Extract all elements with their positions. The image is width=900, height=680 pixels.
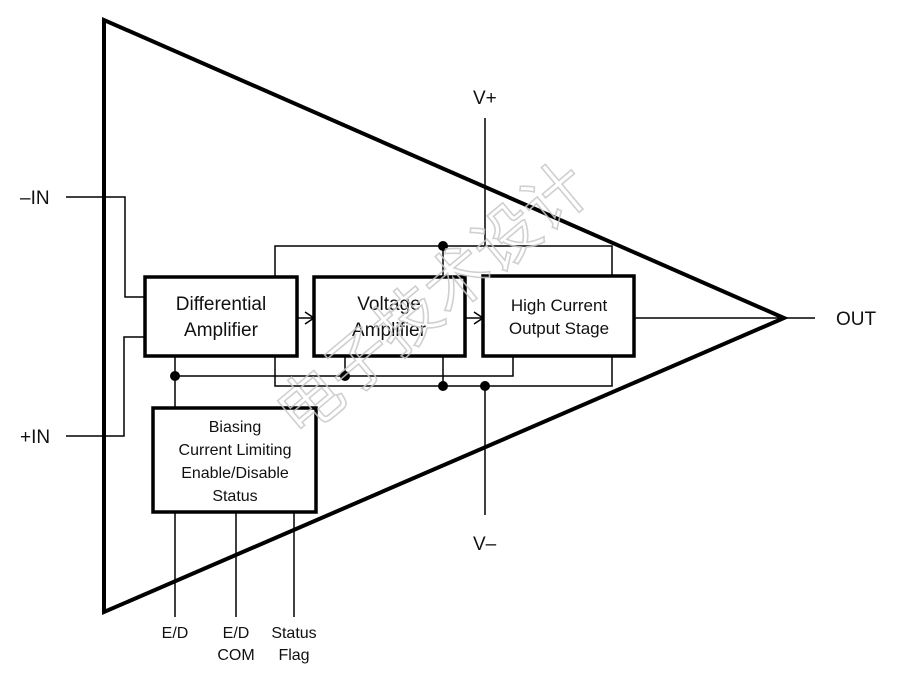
junction-dot — [170, 371, 180, 381]
status-flag-pin-label: Flag — [278, 647, 309, 664]
vplus-label: V+ — [473, 88, 497, 109]
junction-dot — [438, 241, 448, 251]
neg-input-label: –IN — [20, 188, 50, 209]
pos-input-label: +IN — [20, 427, 50, 448]
biasing-block: Biasing Current Limiting Enable/Disable … — [151, 406, 318, 514]
block-label: Biasing — [209, 419, 261, 436]
amplifier-triangle — [102, 16, 790, 616]
block-label: Amplifier — [352, 320, 427, 341]
high-current-output-stage-block: High Current Output Stage — [481, 274, 636, 358]
voltage-amplifier-block: Voltage Amplifier — [312, 275, 467, 358]
block-label: Amplifier — [184, 320, 259, 341]
ed-com-pin-label: E/D — [223, 625, 250, 642]
ed-com-pin-label: COM — [217, 647, 254, 664]
block-label: Differential — [176, 294, 266, 315]
block-label: Voltage — [357, 294, 420, 315]
junction-dot — [480, 381, 490, 391]
junction-dot — [340, 371, 350, 381]
status-flag-pin-label: Status — [271, 625, 316, 642]
differential-amplifier-block: Differential Amplifier — [143, 275, 299, 358]
block-label: Current Limiting — [179, 442, 292, 459]
block-label: Enable/Disable — [181, 465, 289, 482]
bottom-bus-a — [175, 356, 514, 377]
block-label: Output Stage — [509, 319, 609, 338]
vminus-label: V– — [473, 534, 497, 555]
output-label: OUT — [836, 309, 877, 330]
block-label: Status — [212, 488, 257, 505]
ed-pin-label: E/D — [162, 625, 189, 642]
block-label: High Current — [511, 296, 608, 315]
junction-dot — [438, 381, 448, 391]
neg-input-wire — [66, 196, 145, 298]
pos-input-wire — [66, 336, 145, 437]
